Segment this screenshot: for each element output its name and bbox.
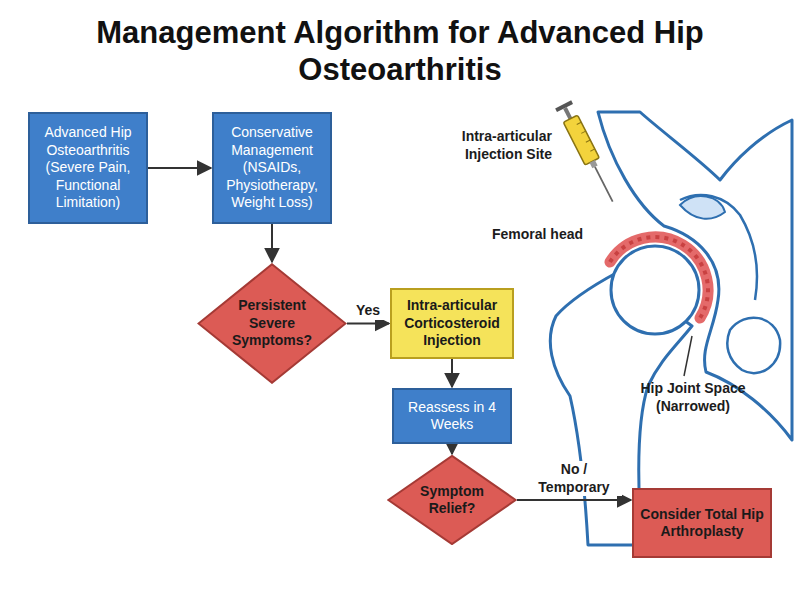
femoral-head xyxy=(611,246,699,334)
node-text: Persistent Severe Symptoms? xyxy=(226,297,318,350)
syringe xyxy=(555,100,621,205)
flow-arrow xyxy=(517,499,631,501)
part-label: Femoral head xyxy=(492,226,602,244)
process-box: Conservative Management (NSAIDs, Physiot… xyxy=(212,112,332,224)
node-text: Symptom Relief? xyxy=(414,483,490,518)
edge-label: Yes xyxy=(349,302,387,320)
diamond-shape xyxy=(199,264,346,383)
part-label: Intra-articular Injection Site xyxy=(440,128,552,163)
edge-label: No / Temporary xyxy=(526,461,622,496)
node-text: Reassess in 4 Weeks xyxy=(400,399,504,434)
process-box: Reassess in 4 Weeks xyxy=(392,388,512,444)
obturator-foramen xyxy=(727,318,780,373)
leader-line xyxy=(684,336,692,376)
outcome-box: Consider Total Hip Arthroplasty xyxy=(632,488,772,558)
decision-diamond: Symptom Relief? xyxy=(387,455,517,545)
flow-arrow xyxy=(451,359,453,388)
pubis-region xyxy=(680,196,725,219)
flow-arrow xyxy=(451,444,453,454)
node-text: Consider Total Hip Arthroplasty xyxy=(640,506,764,541)
diamond-shape xyxy=(388,456,515,544)
process-box: Advanced Hip Osteoarthritis (Severe Pain… xyxy=(28,112,148,224)
treatment-box: Intra-articular Corticosteroid Injection xyxy=(390,288,514,359)
node-text: Intra-articular Corticosteroid Injection xyxy=(398,297,506,350)
part-label: Hip Joint Space (Narrowed) xyxy=(618,380,768,415)
flow-arrow xyxy=(148,167,211,169)
flow-arrow xyxy=(347,323,389,325)
decision-diamond: Persistent Severe Symptoms? xyxy=(197,263,347,384)
node-text: Advanced Hip Osteoarthritis (Severe Pain… xyxy=(36,124,140,212)
diagram-title: Management Algorithm for Advanced Hip Os… xyxy=(60,14,740,88)
node-text: Conservative Management (NSAIDs, Physiot… xyxy=(220,124,324,212)
flow-arrow xyxy=(271,224,273,262)
